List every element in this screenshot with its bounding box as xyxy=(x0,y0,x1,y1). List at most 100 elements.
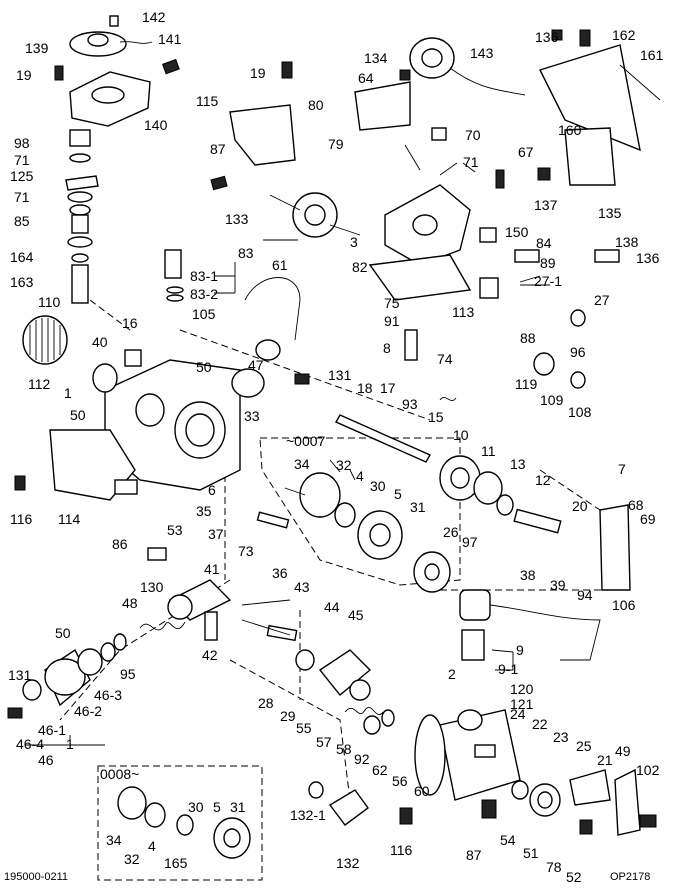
callout-21: 21 xyxy=(597,752,613,768)
callout-110: 110 xyxy=(38,294,61,310)
right-lower-parts xyxy=(511,768,657,836)
part-112 xyxy=(92,363,118,393)
callout-112: 112 xyxy=(28,376,51,392)
callout-93: 93 xyxy=(402,396,418,412)
callout-50: 50 xyxy=(55,625,71,641)
callout-53: 53 xyxy=(167,522,183,538)
callout-106: 106 xyxy=(612,597,636,613)
part-46-cover xyxy=(7,633,127,719)
callout-83-1: 83-1 xyxy=(190,268,218,284)
callout-57: 57 xyxy=(316,734,332,750)
callout-35: 35 xyxy=(196,503,212,519)
callout-62: 62 xyxy=(372,762,388,778)
callout-94: 94 xyxy=(577,587,593,603)
callout-136: 136 xyxy=(535,29,559,45)
callout-116: 116 xyxy=(390,842,413,858)
callout-92: 92 xyxy=(354,751,370,767)
callout-120: 120 xyxy=(510,681,534,697)
callout-61: 61 xyxy=(272,257,288,273)
bolt-136-right xyxy=(594,249,620,263)
callout-20: 20 xyxy=(572,498,588,514)
inset-lower-rotor xyxy=(117,786,251,859)
callout-31: 31 xyxy=(410,499,426,515)
callout-79: 79 xyxy=(328,136,344,152)
callout-98: 98 xyxy=(14,135,30,151)
part-28 xyxy=(266,624,298,642)
callout-85: 85 xyxy=(14,213,30,229)
callout-12: 12 xyxy=(535,472,551,488)
callout-30: 30 xyxy=(370,478,386,494)
callout-9-1: 9-1 xyxy=(498,661,518,677)
part-133-actuator xyxy=(269,192,361,238)
part-106-solenoid xyxy=(459,589,601,661)
callout-88: 88 xyxy=(520,330,536,346)
callout-25: 25 xyxy=(576,738,592,754)
callout-143: 143 xyxy=(470,45,494,61)
callout-89: 89 xyxy=(540,255,556,271)
bolt-67 xyxy=(495,169,505,189)
callout-33: 33 xyxy=(244,408,260,424)
callout-51: 51 xyxy=(523,845,539,861)
callout-1: 1 xyxy=(64,385,72,401)
callout-1: 1 xyxy=(66,736,74,752)
callout-121: 121 xyxy=(510,696,534,712)
callout-22: 22 xyxy=(532,716,548,732)
callout-10: 10 xyxy=(453,427,469,443)
part-26-pump xyxy=(413,551,451,593)
callout-131: 131 xyxy=(8,667,32,683)
bolt-19-left xyxy=(54,65,64,81)
callout-23: 23 xyxy=(553,729,569,745)
callout-52: 52 xyxy=(566,869,582,885)
callout-142: 142 xyxy=(142,9,166,25)
bolt-131-mid xyxy=(294,373,310,385)
part-drawings xyxy=(7,15,661,881)
part-110-filter xyxy=(22,315,68,365)
callout-49: 49 xyxy=(615,743,631,759)
callout-29: 29 xyxy=(280,708,296,724)
callout-32: 32 xyxy=(336,457,352,473)
callout-55: 55 xyxy=(296,720,312,736)
part-17-shaft xyxy=(335,414,562,534)
callout-28: 28 xyxy=(258,695,274,711)
callout-34: 34 xyxy=(294,456,310,472)
part-55-cover xyxy=(295,649,372,826)
callout-134: 134 xyxy=(364,50,388,66)
footer-right-code: OP2178 xyxy=(610,871,650,883)
callout-47: 47 xyxy=(248,357,264,373)
callout-5: 5 xyxy=(394,486,402,502)
callout-109: 109 xyxy=(540,392,564,408)
part-96 xyxy=(570,309,586,327)
part-89 xyxy=(514,249,540,263)
part-3-governor-cover xyxy=(368,184,472,301)
callout-64: 64 xyxy=(358,70,374,86)
callout-24: 24 xyxy=(510,706,526,722)
callout-6: 6 xyxy=(208,482,216,498)
callout-135: 135 xyxy=(598,205,622,221)
callout-132-1: 132-1 xyxy=(290,807,326,823)
callout-132: 132 xyxy=(336,855,360,871)
part-16 xyxy=(124,349,142,367)
callout-96: 96 xyxy=(570,344,586,360)
callout-54: 54 xyxy=(500,832,516,848)
callout-67: 67 xyxy=(518,144,534,160)
callout-7: 7 xyxy=(618,461,626,477)
bolt-64 xyxy=(399,69,411,81)
part-139-cover xyxy=(69,15,153,57)
callout-40: 40 xyxy=(92,334,108,350)
callout-56: 56 xyxy=(392,773,408,789)
callout-105: 105 xyxy=(192,306,216,322)
callout-3: 3 xyxy=(350,234,358,250)
callout-26: 26 xyxy=(443,524,459,540)
callout-44: 44 xyxy=(324,599,340,615)
spring-74 xyxy=(439,397,457,401)
callout-73: 73 xyxy=(238,543,254,559)
callout-58: 58 xyxy=(336,741,352,757)
part-115-bracket xyxy=(229,104,296,166)
callout-137: 137 xyxy=(534,197,558,213)
callout-74: 74 xyxy=(437,351,453,367)
callout-71: 71 xyxy=(463,154,479,170)
callout-27: 27 xyxy=(594,292,610,308)
part-113 xyxy=(479,277,499,299)
callout-4: 4 xyxy=(148,838,156,854)
